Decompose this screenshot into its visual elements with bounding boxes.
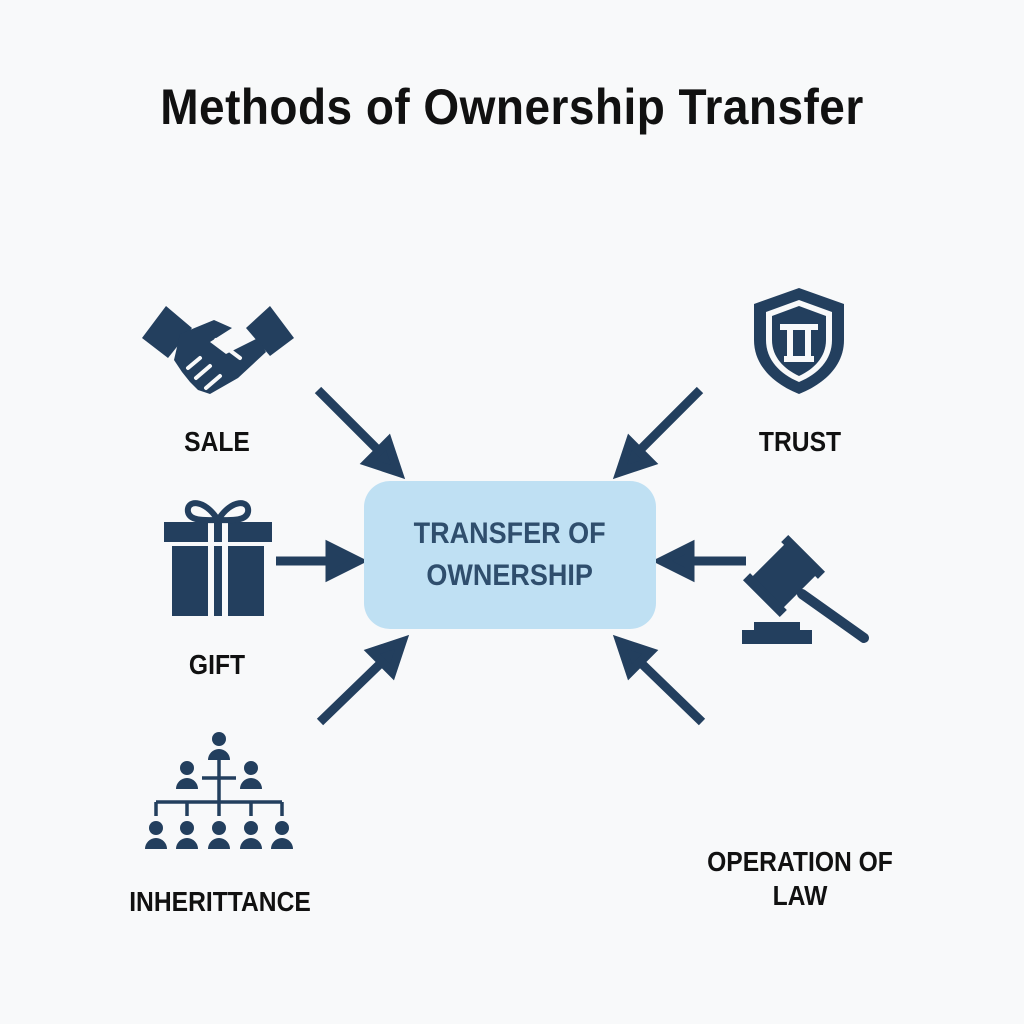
handshake-icon [142, 306, 294, 394]
center-node: TRANSFER OF OWNERSHIP [364, 481, 656, 629]
arrow-gift [276, 539, 369, 583]
operation-of-law-label: OPERATION OF LAW [707, 846, 893, 911]
arrow-operation [612, 634, 706, 726]
diagram-title: Methods of Ownership Transfer [160, 79, 864, 135]
sale-label: SALE [184, 426, 250, 457]
center-node-label: TRANSFER OF OWNERSHIP [413, 517, 606, 592]
gift-label: GIFT [188, 649, 246, 680]
gavel-icon [742, 534, 869, 644]
arrow-inheritance [316, 634, 410, 726]
arrow-sale [314, 386, 406, 480]
inheritance-label: INHERITTANCE [129, 886, 311, 917]
arrow-law [651, 539, 746, 583]
gift-icon [164, 500, 272, 616]
shield-pillar-icon [754, 288, 844, 394]
family-tree-icon [145, 732, 293, 849]
arrow-trust [612, 386, 704, 480]
trust-label: TRUST [758, 426, 842, 457]
